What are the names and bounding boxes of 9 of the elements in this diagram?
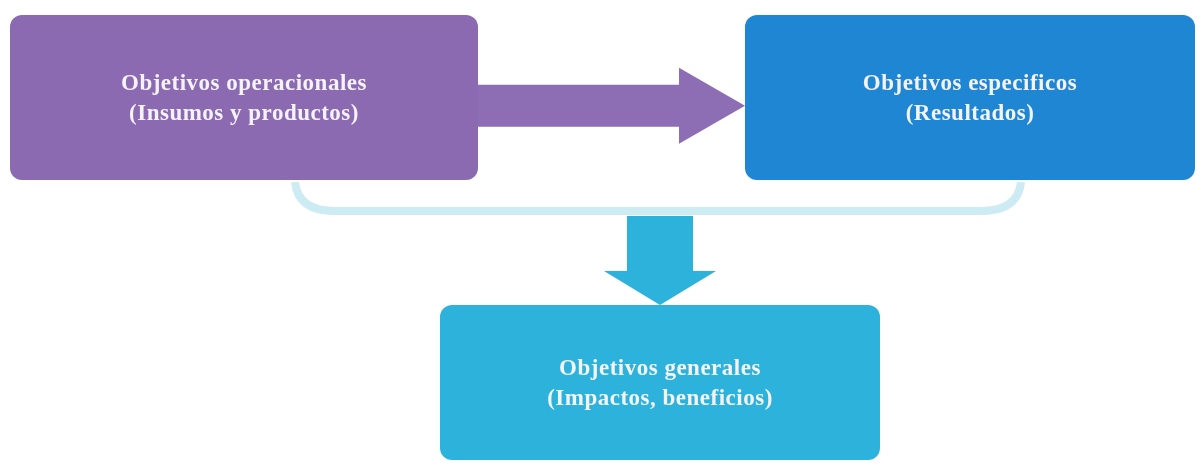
block-arrow [478,67,745,144]
process-box [10,15,478,180]
box-label: Objetivos operacionales (Insumos y productos) [120,68,368,127]
box-label: Objetivos especificos (Resultados) [861,68,1079,127]
block-arrow [604,216,716,305]
box-label: Objetivos generales (Impactos, beneficios) [546,353,774,412]
process-box [745,15,1195,180]
bracket-bar [290,182,1026,216]
process-box [440,305,880,460]
